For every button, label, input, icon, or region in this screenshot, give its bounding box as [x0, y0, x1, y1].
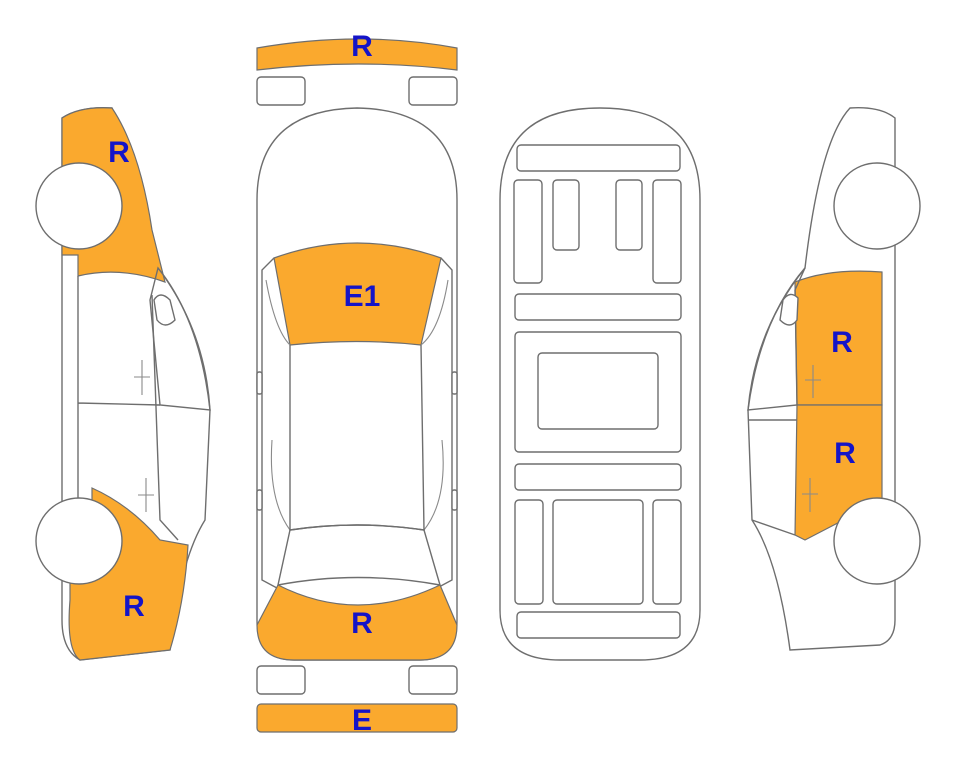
left-handle-front: [134, 360, 150, 395]
interior-view: [499, 107, 701, 661]
interior-front-panel: [516, 144, 681, 172]
right-handle-front: [805, 365, 821, 398]
right-door-lines: [748, 419, 797, 536]
right-rear-door-label: R: [834, 437, 856, 470]
left-mirror: [256, 371, 263, 395]
interior-left-front-seat: [513, 179, 543, 284]
right-handle: [451, 489, 458, 511]
trunk-part[interactable]: [256, 584, 458, 661]
top-left-window: [265, 279, 291, 531]
right-front-door-label: R: [831, 326, 853, 359]
right-handle-rear: [802, 478, 818, 512]
top-right-window: [420, 279, 449, 531]
right-side-view: R R: [747, 107, 921, 651]
right-rear-wheel: [833, 497, 921, 585]
left-door-lines: [77, 276, 179, 541]
rear-bumper-part[interactable]: [256, 703, 458, 733]
front-left-light: [256, 76, 306, 106]
interior-rear-center: [552, 499, 644, 605]
front-bumper-label: R: [351, 30, 373, 63]
interior-rear-panel: [516, 611, 681, 639]
interior-mid-bar: [514, 293, 682, 321]
interior-right-rear-seat: [652, 499, 682, 605]
top-left-pillar: [261, 257, 291, 596]
left-rear-wheel: [35, 497, 123, 585]
left-handle: [256, 489, 263, 511]
interior-left-rear-seat: [514, 499, 544, 605]
right-window-line: [747, 267, 806, 411]
interior-left-inner: [552, 179, 580, 251]
right-front-door-part[interactable]: [794, 270, 883, 406]
interior-rear-bar: [514, 463, 682, 491]
right-mirror-side: [779, 293, 799, 326]
left-side-view: R R: [35, 107, 211, 661]
trunk-label: R: [351, 607, 373, 640]
left-window-line: [149, 266, 211, 411]
left-handle-rear: [138, 478, 154, 512]
left-rear-quarter-label: R: [123, 590, 145, 623]
left-front-fender-label: R: [108, 136, 130, 169]
rear-bumper-label: E: [352, 704, 372, 737]
left-front-wheel: [35, 162, 123, 250]
left-mirror-side: [153, 294, 176, 326]
rear-right-light: [408, 665, 458, 695]
top-view: R E1 R E: [256, 30, 458, 737]
right-mirror: [451, 371, 458, 395]
interior-right-front-seat: [652, 179, 682, 284]
hood-label: E1: [344, 280, 381, 313]
interior-right-inner: [615, 179, 643, 251]
front-bumper-part[interactable]: [256, 38, 458, 71]
interior-center-console: [537, 352, 659, 430]
front-right-light: [408, 76, 458, 106]
right-front-wheel: [833, 162, 921, 250]
rear-left-light: [256, 665, 306, 695]
